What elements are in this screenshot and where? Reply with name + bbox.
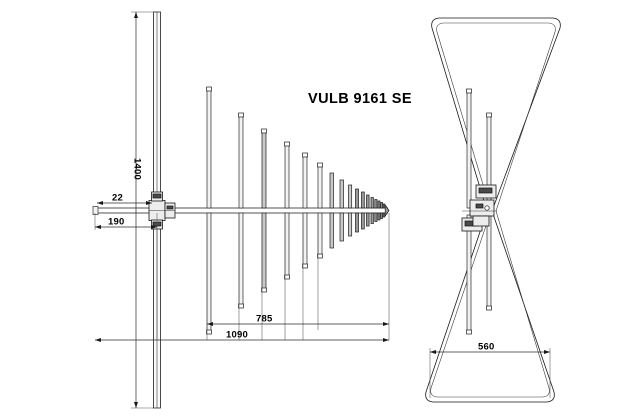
dimension-785: 785 — [207, 314, 389, 326]
left-view-log-periodic: 22 190 1400 785 — [92, 11, 390, 409]
dimension-label-22: 22 — [112, 193, 123, 204]
dipole-element — [339, 179, 344, 242]
dipole-element — [380, 202, 383, 219]
dimension-1400: 1400 — [132, 12, 143, 408]
rear-stub-element — [92, 206, 99, 215]
dipole-element — [377, 200, 381, 221]
dimension-label-190: 190 — [108, 217, 124, 228]
dimension-1090: 1090 — [95, 330, 389, 342]
drawing-title: VULB 9161 SE — [308, 91, 412, 107]
main-boom — [94, 207, 388, 214]
dimension-label-1090: 1090 — [226, 330, 248, 341]
feed-balun-assembly — [148, 191, 176, 230]
dimension-190: 190 — [95, 217, 157, 229]
center-feed-clamp-assembly — [461, 184, 497, 232]
dipole-element — [361, 191, 365, 230]
right-view-biconical: 560 — [425, 17, 561, 403]
dipole-element — [348, 184, 353, 237]
dimension-label-560: 560 — [478, 342, 494, 353]
dipole-element — [329, 172, 334, 249]
dipole-element — [382, 203, 386, 218]
dimension-label-1400: 1400 — [132, 158, 143, 180]
extension-lines — [94, 11, 390, 409]
upper-bicone-loop — [431, 17, 561, 212]
lower-bicone-loop — [425, 210, 555, 403]
dipole-elements-group — [206, 86, 390, 335]
dipole-element — [355, 188, 359, 233]
dipole-element — [370, 197, 374, 224]
dimension-label-785: 785 — [256, 314, 273, 325]
dipole-element — [366, 194, 370, 227]
dimension-22: 22 — [97, 193, 152, 205]
dimension-560: 560 — [429, 342, 551, 398]
dipole-element — [374, 199, 378, 222]
bicone-vertical-rods — [466, 88, 492, 335]
